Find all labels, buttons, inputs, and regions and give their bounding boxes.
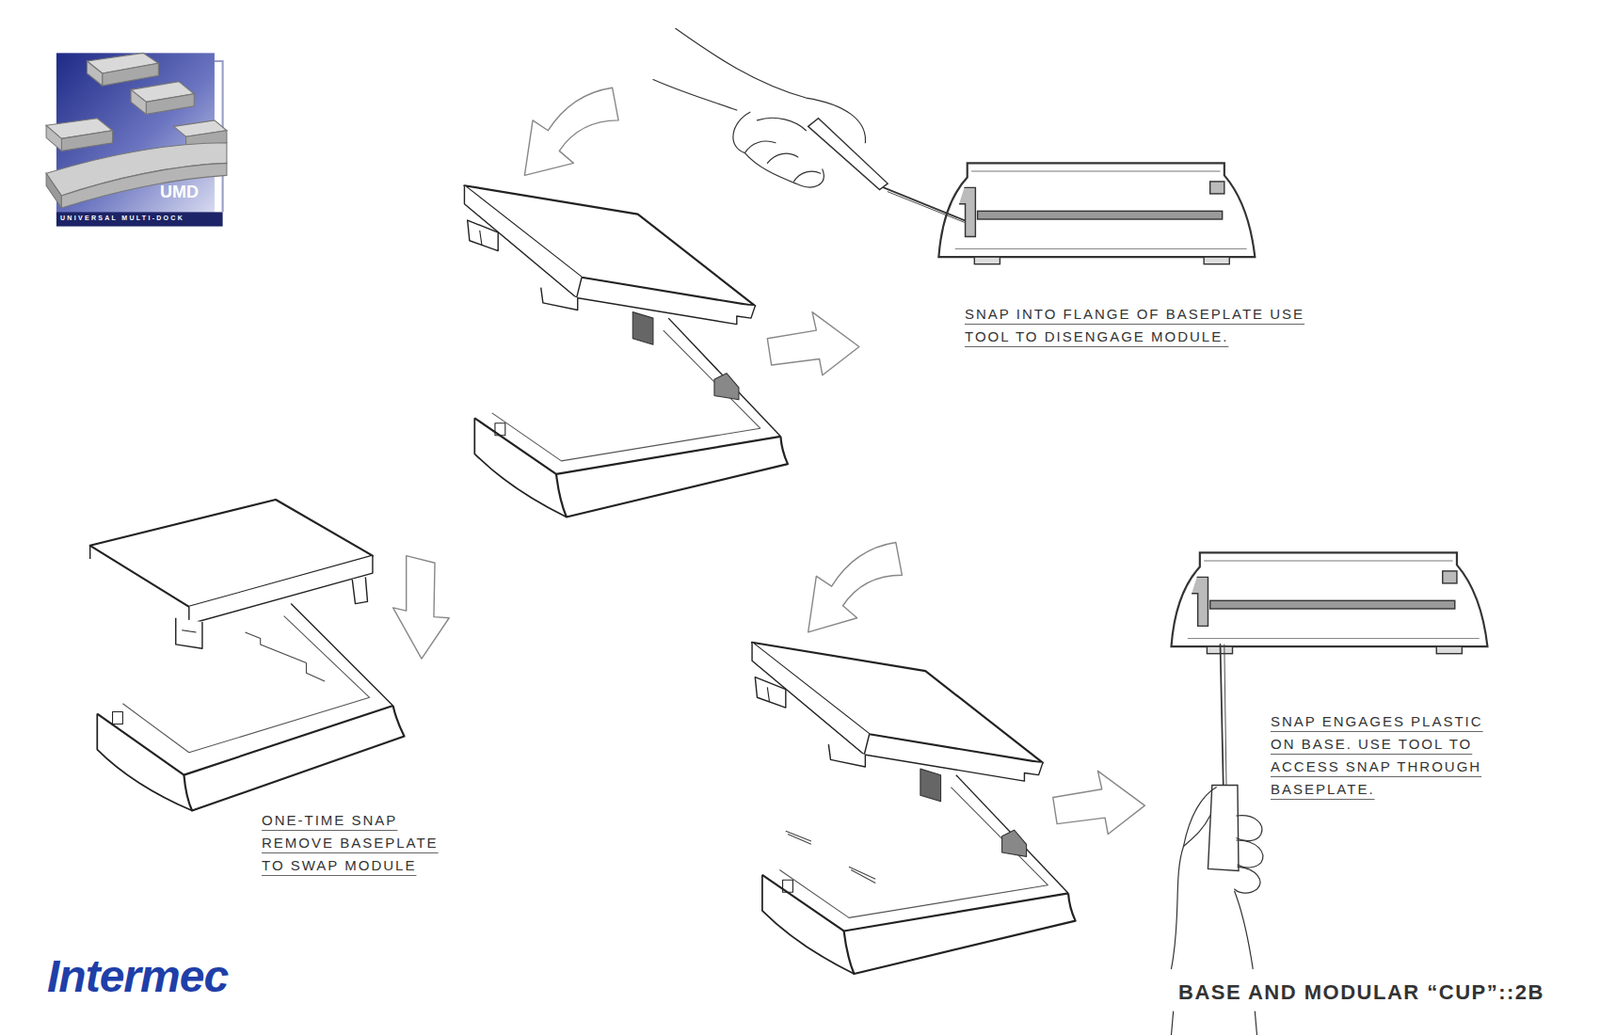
sheet-title: BASE AND MODULAR “CUP”::2B	[1174, 978, 1549, 1008]
dock-base-and-module	[290, 604, 393, 706]
design-note: SNAP ENGAGES PLASTIC ON BASE. USE TOOL T…	[1270, 710, 1511, 801]
dock-base-and-module	[541, 288, 578, 311]
section-view	[955, 248, 1248, 250]
dock-base-and-module	[464, 185, 788, 517]
hand-with-screwdriver	[1170, 787, 1216, 970]
motion-arrows	[393, 87, 1146, 834]
section-view	[974, 256, 1000, 265]
hand-with-screwdriver	[653, 28, 965, 223]
hand-with-screwdriver	[653, 80, 737, 112]
hand-with-screwdriver	[675, 28, 866, 143]
dock-base-and-module	[122, 616, 369, 753]
hand-with-screwdriver	[883, 187, 965, 221]
dock-base-and-module	[244, 632, 325, 682]
umd-logo	[145, 94, 194, 115]
dock-base-and-module	[464, 185, 755, 306]
umd-logo	[61, 130, 112, 152]
umd-logo	[102, 63, 160, 86]
hand-with-screwdriver	[1236, 816, 1263, 842]
section-view	[1210, 181, 1225, 194]
umd-logo	[46, 52, 227, 226]
dock-base-and-module	[90, 499, 405, 812]
dock-base-and-module	[495, 423, 506, 436]
section-view	[977, 210, 1223, 220]
hand-with-screwdriver	[744, 141, 820, 182]
dock-base-and-module	[752, 642, 1076, 975]
section-view	[971, 171, 1220, 173]
hand-with-screwdriver	[1234, 866, 1261, 894]
motion-arrows	[1053, 770, 1146, 834]
umd-logo	[56, 211, 224, 226]
hand-with-screwdriver	[1220, 644, 1224, 786]
dock-base-and-module	[480, 230, 482, 245]
hand-with-screwdriver	[1234, 891, 1254, 969]
base-recess-marks	[848, 866, 876, 883]
dock-base-and-module	[183, 705, 404, 812]
dock-base-and-module	[668, 318, 781, 437]
dock-base-and-module	[632, 312, 654, 346]
hand-with-screwdriver	[756, 117, 806, 130]
dock-base-and-module	[467, 220, 499, 252]
umd-logo	[46, 52, 227, 208]
design-note: SNAP INTO FLANGE OF BASEPLATE USE TOOL T…	[964, 303, 1332, 349]
base-recess-marks	[785, 831, 876, 883]
dock-base-and-module	[176, 618, 203, 650]
dock-base-and-module	[112, 711, 124, 724]
dock-base-and-module	[464, 185, 582, 298]
design-note: ONE-TIME SNAP REMOVE BASEPLATE TO SWAP M…	[261, 809, 464, 878]
motion-arrows	[393, 556, 450, 659]
motion-arrows	[524, 87, 619, 176]
dock-base-and-module	[189, 556, 373, 625]
section-view	[1170, 552, 1488, 654]
hand-with-screwdriver	[1224, 644, 1227, 786]
dock-base-and-module	[96, 705, 393, 776]
dock-base-and-module	[474, 417, 567, 517]
section-view	[938, 162, 1255, 257]
hand-with-screwdriver	[733, 112, 824, 188]
dock-base-and-module	[181, 630, 196, 633]
umd-logo	[46, 173, 62, 208]
motion-arrows	[808, 543, 903, 633]
dock-base-and-module	[556, 436, 788, 518]
dock-base-and-module	[90, 499, 373, 608]
hand-with-screwdriver	[887, 192, 964, 224]
dock-base-and-module	[96, 714, 192, 812]
hand-with-screwdriver	[808, 118, 889, 191]
hand-with-screwdriver	[1207, 784, 1239, 871]
dock-base-and-module	[352, 576, 368, 604]
company-logo: Intermec	[47, 950, 228, 1003]
hand-with-screwdriver	[1170, 644, 1263, 1035]
umd-logo	[130, 89, 146, 114]
umd-logo	[46, 125, 62, 151]
section-view	[938, 162, 1255, 264]
motion-arrows	[767, 312, 860, 376]
dock-base-and-module	[474, 417, 781, 475]
umd-logo	[61, 162, 227, 208]
base-recess-marks	[785, 831, 812, 845]
dock-base-and-module	[492, 330, 761, 462]
hand-with-screwdriver	[1236, 840, 1264, 868]
logo-tagline: UNIVERSAL MULTI-DOCK	[60, 214, 185, 222]
dock-base-and-module	[714, 373, 739, 400]
dock-base-and-module	[89, 545, 91, 560]
umd-logo	[86, 61, 102, 86]
hand-with-screwdriver	[1183, 816, 1210, 848]
dock-base-and-module	[576, 297, 756, 324]
logo-mark: UMD	[160, 182, 199, 203]
hand-with-screwdriver	[1170, 1011, 1257, 1035]
section-view	[959, 187, 976, 237]
section-view	[1203, 256, 1230, 265]
